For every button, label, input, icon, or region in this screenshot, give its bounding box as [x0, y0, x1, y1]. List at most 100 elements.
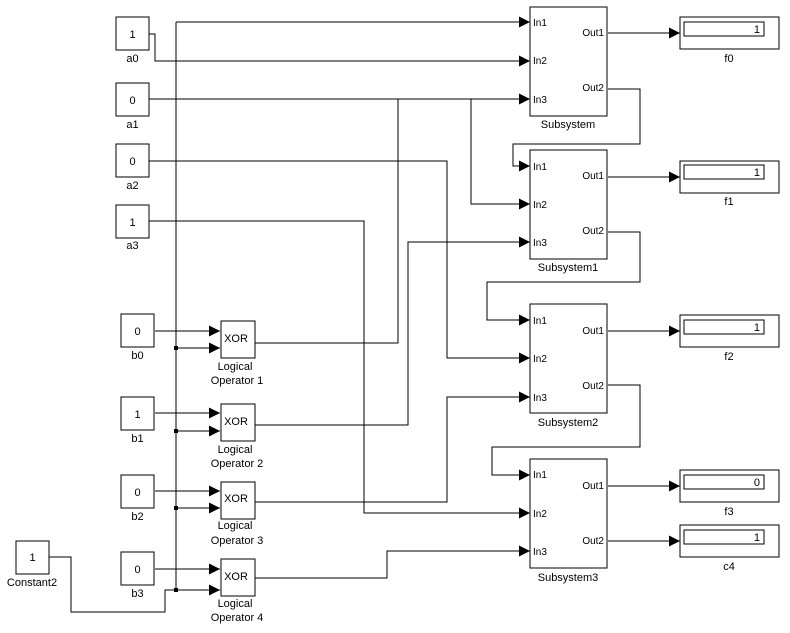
branch-dot	[174, 588, 178, 592]
port-label-in2: In2	[533, 509, 547, 520]
signal-a3-to-sub3-in2	[149, 220, 530, 519]
display-value: 0	[754, 477, 760, 489]
constant-block-b1[interactable]: 1 b1	[120, 396, 155, 445]
signal-xor4-out-to-sub3-in3	[255, 545, 530, 579]
constant-label: b2	[131, 511, 143, 523]
display-label: c4	[723, 561, 735, 573]
branch-points	[174, 346, 178, 592]
constant-label: a2	[126, 180, 138, 192]
display-block-f0[interactable]: 1 f0	[679, 16, 780, 65]
port-label-in1: In1	[533, 18, 547, 29]
constant-block-a3[interactable]: 1 a3	[115, 204, 150, 252]
constant-block-a2[interactable]: 0 a2	[115, 143, 150, 192]
signal-a2-to-sub2-in2	[149, 160, 530, 364]
constant-block-a0[interactable]: 1 a0	[115, 16, 150, 65]
constant-block-a1[interactable]: 0 a1	[115, 82, 150, 131]
constant-value: 0	[134, 326, 140, 338]
xor-block-1[interactable]: XOR Logical Operator 1	[211, 320, 264, 387]
branch-dot	[174, 429, 178, 433]
signal-sub1-out2-to-sub2-in1	[486, 231, 641, 326]
constant-block-b2[interactable]: 0 b2	[120, 474, 155, 523]
display-value: 1	[754, 24, 760, 36]
xor-label-line2: Operator 2	[211, 458, 264, 470]
signal-xor2-out-to-sub1-in3	[255, 236, 530, 426]
constant-label: a1	[126, 119, 138, 131]
port-label-out1: Out1	[582, 481, 604, 492]
constant-label: b3	[131, 588, 143, 600]
port-label-out1: Out1	[582, 326, 604, 337]
xor-label-line1: Logical	[218, 361, 253, 373]
display-label: f1	[724, 196, 733, 208]
constant-label: a0	[126, 53, 138, 65]
port-label-in3: In3	[533, 95, 547, 106]
constant-value: 1	[129, 217, 135, 229]
subsystem-block-2[interactable]: In1 In2 In3 Out1 Out2 Subsystem2	[529, 303, 608, 429]
display-block-f3[interactable]: 0 f3	[679, 469, 780, 518]
display-value: 1	[754, 532, 760, 544]
constant-label: b1	[131, 433, 143, 445]
constant-label: Constant2	[7, 577, 57, 589]
constant-label: b0	[131, 350, 143, 362]
subsystem-label: Subsystem1	[538, 262, 599, 274]
port-label-out1: Out1	[582, 28, 604, 39]
port-label-in3: In3	[533, 547, 547, 558]
signal-constant2-out	[49, 22, 177, 613]
subsystem-block-0[interactable]: In1 In2 In3 Out1 Out2 Subsystem	[529, 6, 608, 131]
constant-block-b3[interactable]: 0 b3	[120, 551, 155, 600]
port-label-in2: In2	[533, 200, 547, 211]
port-label-in2: In2	[533, 56, 547, 67]
port-label-in3: In3	[533, 238, 547, 249]
xor-label-line1: Logical	[218, 520, 253, 532]
xor-label-line2: Operator 4	[211, 612, 264, 624]
xor-block-2[interactable]: XOR Logical Operator 2	[211, 403, 264, 470]
subsystem-label: Subsystem2	[538, 417, 599, 429]
constant-label: a3	[126, 240, 138, 252]
xor-label-line1: Logical	[218, 444, 253, 456]
display-label: f3	[724, 506, 733, 518]
subsystem-block-3[interactable]: In1 In2 In3 Out1 Out2 Subsystem3	[529, 458, 608, 584]
branch-dot	[174, 346, 178, 350]
constant-value: 0	[129, 156, 135, 168]
constant-value: 0	[134, 487, 140, 499]
xor-op-text: XOR	[224, 416, 248, 428]
xor-op-text: XOR	[224, 333, 248, 345]
port-label-in3: In3	[533, 393, 547, 404]
port-label-out2: Out2	[582, 83, 604, 94]
constant-value: 1	[134, 409, 140, 421]
xor-op-text: XOR	[224, 571, 248, 583]
constant-value: 1	[129, 29, 135, 41]
port-label-out2: Out2	[582, 536, 604, 547]
display-block-f2[interactable]: 1 f2	[679, 314, 780, 363]
port-label-in2: In2	[533, 354, 547, 365]
xor-block-4[interactable]: XOR Logical Operator 4	[211, 558, 264, 624]
signal-lines	[49, 16, 680, 613]
xor-label-line2: Operator 1	[211, 375, 264, 387]
xor-block-3[interactable]: XOR Logical Operator 3	[211, 481, 264, 547]
display-value: 1	[754, 322, 760, 334]
xor-label-line2: Operator 3	[211, 535, 264, 547]
subsystem-block-1[interactable]: In1 In2 In3 Out1 Out2 Subsystem1	[529, 149, 608, 274]
constant-value: 0	[129, 95, 135, 107]
signal-xor3-out-to-sub2-in3	[255, 391, 530, 503]
constant-block-constant2[interactable]: 1 Constant2	[7, 540, 57, 589]
display-label: f0	[724, 53, 733, 65]
signal-sub0-out2-to-sub1-in1	[512, 88, 641, 172]
display-block-c4[interactable]: 1 c4	[679, 524, 780, 573]
signal-a1-to-sub1-in2	[470, 99, 530, 210]
constant-block-b0[interactable]: 0 b0	[120, 313, 155, 362]
display-block-f1[interactable]: 1 f1	[679, 160, 780, 208]
signal-a0-to-sub0-in2	[149, 33, 530, 67]
subsystem-label: Subsystem	[541, 119, 595, 131]
constant-value: 1	[29, 552, 35, 564]
signal-xor1-out	[255, 99, 399, 344]
port-label-in1: In1	[533, 162, 547, 173]
constant-value: 0	[134, 564, 140, 576]
port-label-out2: Out2	[582, 226, 604, 237]
xor-label-line1: Logical	[218, 598, 253, 610]
xor-op-text: XOR	[224, 493, 248, 505]
port-label-in1: In1	[533, 470, 547, 481]
display-value: 1	[754, 167, 760, 179]
port-label-out2: Out2	[582, 381, 604, 392]
port-label-out1: Out1	[582, 171, 604, 182]
